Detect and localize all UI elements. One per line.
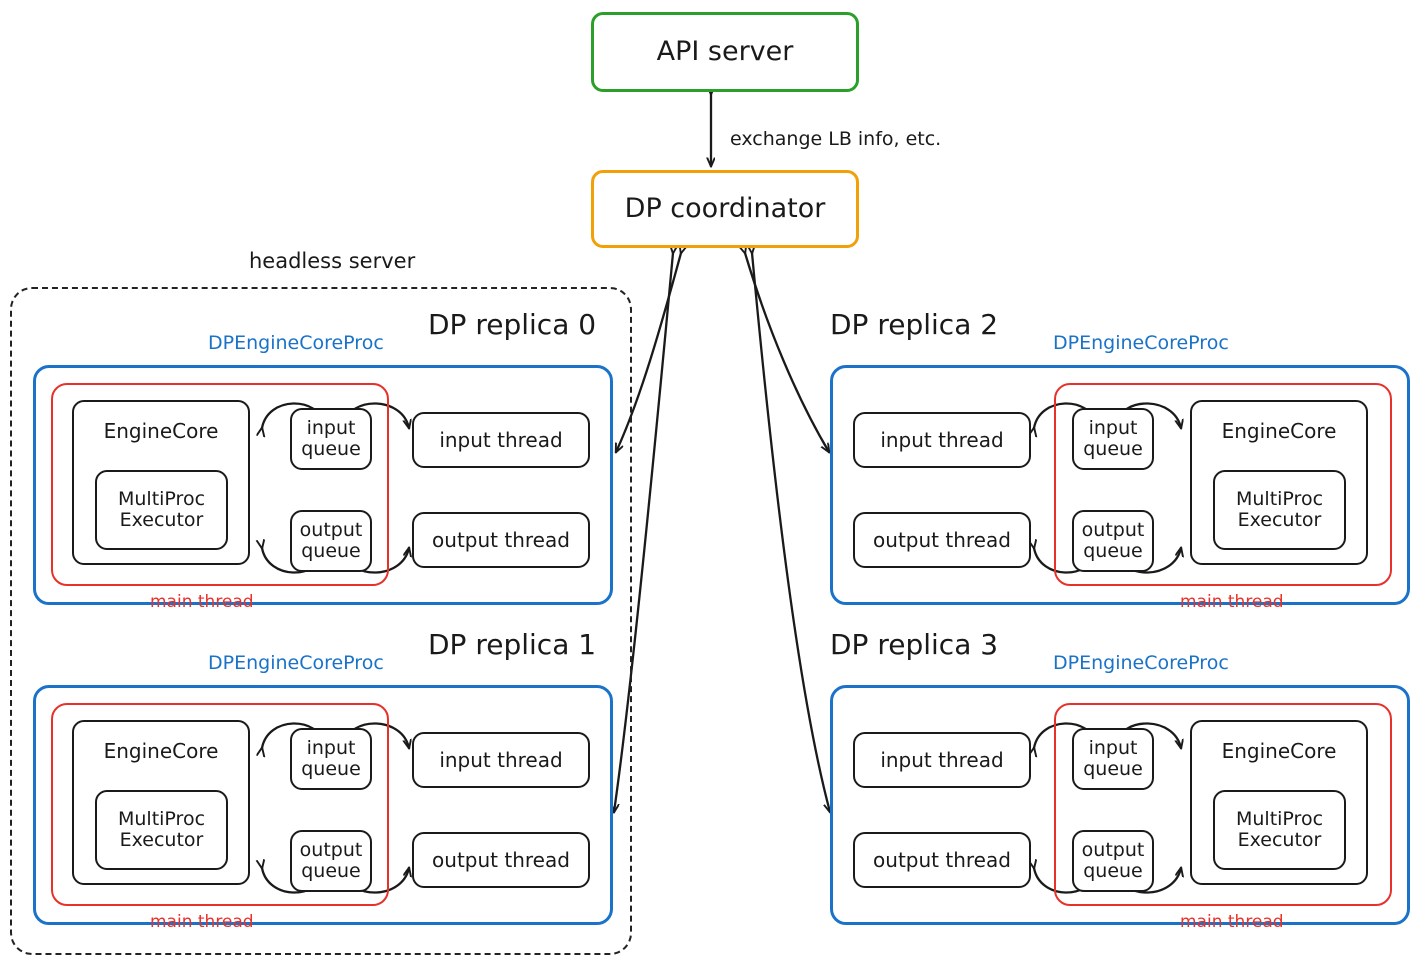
multiproc-executor-2[interactable]: MultiProc Executor [1213,470,1346,550]
output-queue-label-3: output queue [1081,838,1145,882]
proc-label-1: DPEngineCoreProc [208,652,384,674]
output-thread-2[interactable]: output thread [853,512,1031,568]
proc-label-3: DPEngineCoreProc [1053,652,1229,674]
output-thread-1[interactable]: output thread [412,832,590,888]
input-queue-label-3: input queue [1083,736,1143,780]
api-server-label: API server [656,35,794,67]
replica-title-0: DP replica 0 [428,308,597,341]
input-queue-label-2: input queue [1083,416,1143,460]
output-thread-3[interactable]: output thread [853,832,1031,888]
dp-coordinator-box[interactable]: DP coordinator [591,170,859,248]
output-thread-0[interactable]: output thread [412,512,590,568]
output-thread-label-0: output thread [432,527,570,552]
main-thread-boundary-1 [51,703,389,906]
engine-core-label-1: EngineCore [103,739,219,763]
multiproc-executor-label-3: MultiProc Executor [1235,807,1324,851]
main-thread-label-2: main thread [1180,592,1284,612]
input-queue-0[interactable]: input queue [290,408,372,470]
multiproc-executor-1[interactable]: MultiProc Executor [95,790,228,870]
output-queue-label-2: output queue [1081,518,1145,562]
api-server-box[interactable]: API server [591,12,859,92]
dp-engine-core-proc-3 [830,685,1410,925]
main-thread-boundary-0 [51,383,389,586]
multiproc-executor-0[interactable]: MultiProc Executor [95,470,228,550]
input-thread-2[interactable]: input thread [853,412,1031,468]
main-thread-label-1: main thread [150,912,254,932]
input-queue-2[interactable]: input queue [1072,408,1154,470]
output-queue-0[interactable]: output queue [290,510,372,572]
multiproc-executor-label-1: MultiProc Executor [117,807,206,851]
main-thread-label-3: main thread [1180,912,1284,932]
output-queue-1[interactable]: output queue [290,830,372,892]
headless-server-label: headless server [249,249,416,273]
dp-engine-core-proc-1 [33,685,613,925]
dp-engine-core-proc-2 [830,365,1410,605]
main-thread-boundary-3 [1054,703,1392,906]
proc-label-2: DPEngineCoreProc [1053,332,1229,354]
output-thread-label-3: output thread [873,847,1011,872]
multiproc-executor-label-2: MultiProc Executor [1235,487,1324,531]
replica-title-3: DP replica 3 [830,628,999,661]
output-queue-label-1: output queue [299,838,363,882]
input-thread-1[interactable]: input thread [412,732,590,788]
input-queue-label-0: input queue [301,416,361,460]
output-thread-label-1: output thread [432,847,570,872]
main-thread-boundary-2 [1054,383,1392,586]
dp-coordinator-label: DP coordinator [624,192,826,224]
input-thread-label-0: input thread [439,427,563,452]
input-thread-0[interactable]: input thread [412,412,590,468]
arrow-coordinator-replica2 [745,253,829,452]
input-queue-1[interactable]: input queue [290,728,372,790]
input-queue-label-1: input queue [301,736,361,780]
output-thread-label-2: output thread [873,527,1011,552]
main-thread-label-0: main thread [150,592,254,612]
input-thread-label-2: input thread [880,427,1004,452]
input-thread-label-3: input thread [880,747,1004,772]
engine-core-label-0: EngineCore [103,419,219,443]
multiproc-executor-label-0: MultiProc Executor [117,487,206,531]
engine-core-label-2: EngineCore [1221,419,1337,443]
input-thread-label-1: input thread [439,747,563,772]
engine-core-label-3: EngineCore [1221,739,1337,763]
replica-title-2: DP replica 2 [830,308,999,341]
replica-title-1: DP replica 1 [428,628,597,661]
output-queue-2[interactable]: output queue [1072,510,1154,572]
input-thread-3[interactable]: input thread [853,732,1031,788]
arrow-coordinator-replica3 [752,253,830,812]
proc-label-0: DPEngineCoreProc [208,332,384,354]
output-queue-3[interactable]: output queue [1072,830,1154,892]
dp-engine-core-proc-0 [33,365,613,605]
exchange-info-label: exchange LB info, etc. [730,128,942,150]
headless-server-container [10,287,632,955]
output-queue-label-0: output queue [299,518,363,562]
input-queue-3[interactable]: input queue [1072,728,1154,790]
multiproc-executor-3[interactable]: MultiProc Executor [1213,790,1346,870]
